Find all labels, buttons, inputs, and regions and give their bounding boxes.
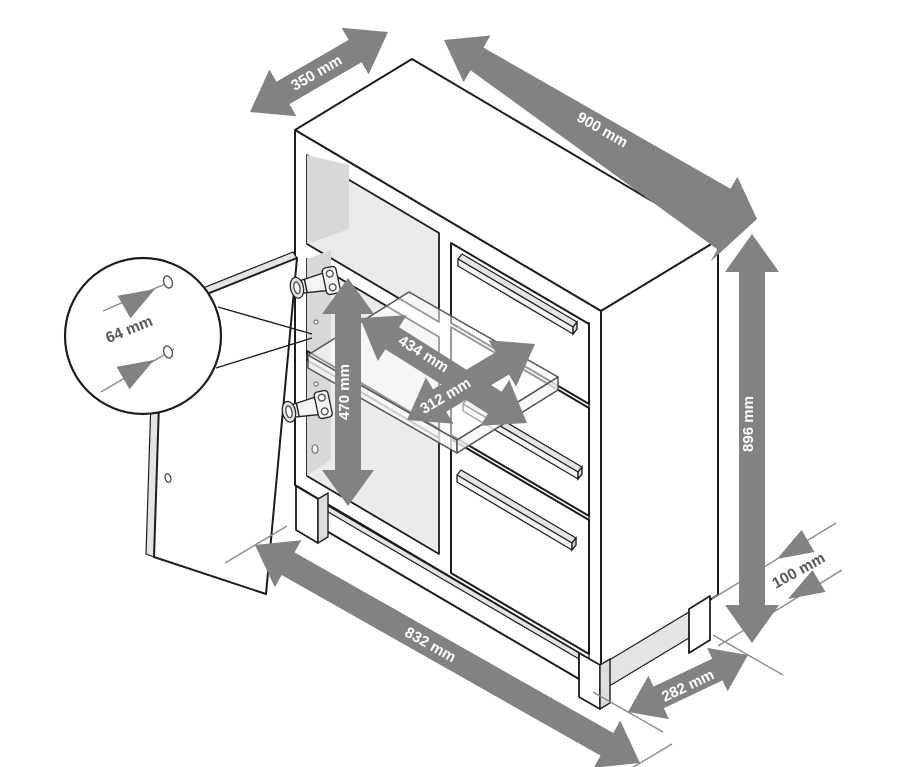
- hinge-detail-callout: 64 mm: [63, 256, 313, 416]
- dim-label: 470 mm: [336, 364, 353, 420]
- dim-label: 896 mm: [740, 396, 757, 452]
- drawer-handle: [456, 469, 577, 552]
- callout-circle: [63, 256, 223, 416]
- door-handle-hole: [164, 472, 172, 484]
- fitting-hole: [311, 444, 319, 454]
- leg: [688, 595, 711, 654]
- shelf-pin-hole: [313, 381, 319, 387]
- dim-arrow-compartment-height: 470 mm: [322, 278, 374, 506]
- dim-arrow-height: 896 mm: [725, 234, 779, 643]
- hinge-hole: [162, 345, 174, 359]
- hinge-hole: [162, 275, 174, 289]
- base-frame: [295, 485, 711, 711]
- drawer-handle: [457, 253, 578, 336]
- hinge-icon: [289, 265, 341, 299]
- hinge-icon: [281, 389, 333, 423]
- dim-leg-height: 100 mm: [711, 522, 843, 647]
- shelf-pin-hole: [313, 319, 319, 325]
